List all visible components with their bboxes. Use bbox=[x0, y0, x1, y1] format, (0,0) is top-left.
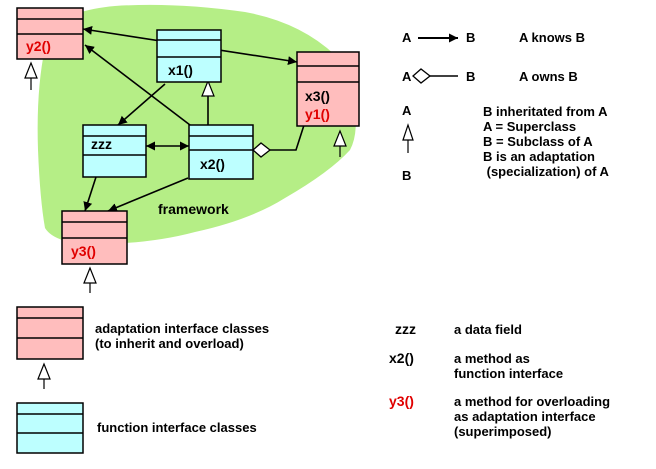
legend-adapt-method-text-3: (superimposed) bbox=[454, 424, 552, 439]
knows-arrow-c5-c6 bbox=[107, 177, 189, 212]
class-c5 bbox=[188, 124, 254, 180]
legend-knows-a: A bbox=[402, 30, 412, 45]
legend-adapt-method-text-2: as adaptation interface bbox=[454, 409, 596, 424]
legend-field-symbol: zzz bbox=[395, 321, 416, 337]
legend-knows-b: B bbox=[466, 30, 475, 45]
legend-inherit-line-2: A = Superclass bbox=[483, 119, 576, 134]
owns-link-c5-c3 bbox=[270, 121, 306, 151]
legend-inherit-line-1: B inheritated from A bbox=[483, 104, 608, 119]
inherit-stubs bbox=[24, 61, 347, 293]
legend-owns-diamond bbox=[412, 68, 432, 84]
class-c4-field: zzz bbox=[91, 136, 112, 152]
class-c2 bbox=[156, 29, 222, 83]
framework-label: framework bbox=[158, 201, 229, 217]
legend-adapt-method-symbol: y3() bbox=[389, 393, 414, 409]
legend-classes: adaptation interface classes (to inherit… bbox=[16, 306, 269, 454]
class-c3-method-1: x3() bbox=[305, 88, 330, 104]
legend-adaptation-line-1: adaptation interface classes bbox=[95, 321, 269, 336]
legend-field-text: a data field bbox=[454, 322, 522, 337]
legend-method-text-1: a method as bbox=[454, 351, 530, 366]
knows-arrow-c2-c4 bbox=[117, 83, 166, 126]
inherit-arrowhead-c5 bbox=[201, 79, 215, 97]
class-c6 bbox=[61, 210, 128, 265]
legend-inherit-line-3: B = Subclass of A bbox=[483, 134, 593, 149]
class-c6-method: y3() bbox=[71, 243, 96, 259]
legend-inherit-b: B bbox=[402, 168, 411, 183]
knows-arrow-c4-c6 bbox=[83, 176, 97, 212]
legend-owns-text: A owns B bbox=[519, 69, 578, 84]
legend-adaptation-line-2: (to inherit and overload) bbox=[95, 336, 244, 351]
legend-knows-text: A knows B bbox=[519, 30, 585, 45]
class-c4 bbox=[82, 124, 147, 178]
legend-adaptation-class-box bbox=[16, 306, 84, 360]
legend-owns-a: A bbox=[402, 69, 412, 84]
class-c1-method: y2() bbox=[26, 38, 51, 54]
legend-relations: A B A knows B A B A owns B A B B inherit… bbox=[402, 30, 610, 183]
legend-function-class-box bbox=[16, 402, 84, 454]
legend-inherit-a: A bbox=[402, 103, 412, 118]
owns-diamond bbox=[252, 142, 272, 158]
legend-inherit-line-5: (specialization) of A bbox=[483, 164, 610, 179]
class-c3-method-2: y1() bbox=[305, 106, 330, 122]
legend-adapt-method-text-1: a method for overloading bbox=[454, 394, 610, 409]
legend-function-line-1: function interface classes bbox=[97, 420, 257, 435]
knows-arrow-c5-c1 bbox=[84, 44, 191, 126]
class-c2-method: x1() bbox=[168, 62, 193, 78]
legend-members: zzz a data field x2() a method as functi… bbox=[389, 321, 610, 439]
legend-inherit-line-4: B is an adaptation bbox=[483, 149, 595, 164]
class-c3 bbox=[296, 51, 360, 127]
legend-owns-b: B bbox=[466, 69, 475, 84]
legend-adaptation-inherit-stub bbox=[37, 362, 51, 389]
class-c5-method: x2() bbox=[200, 156, 225, 172]
legend-method-symbol: x2() bbox=[389, 350, 414, 366]
class-c1 bbox=[16, 7, 84, 60]
legend-method-text-2: function interface bbox=[454, 366, 563, 381]
legend-inherit-arrowhead bbox=[402, 123, 414, 141]
